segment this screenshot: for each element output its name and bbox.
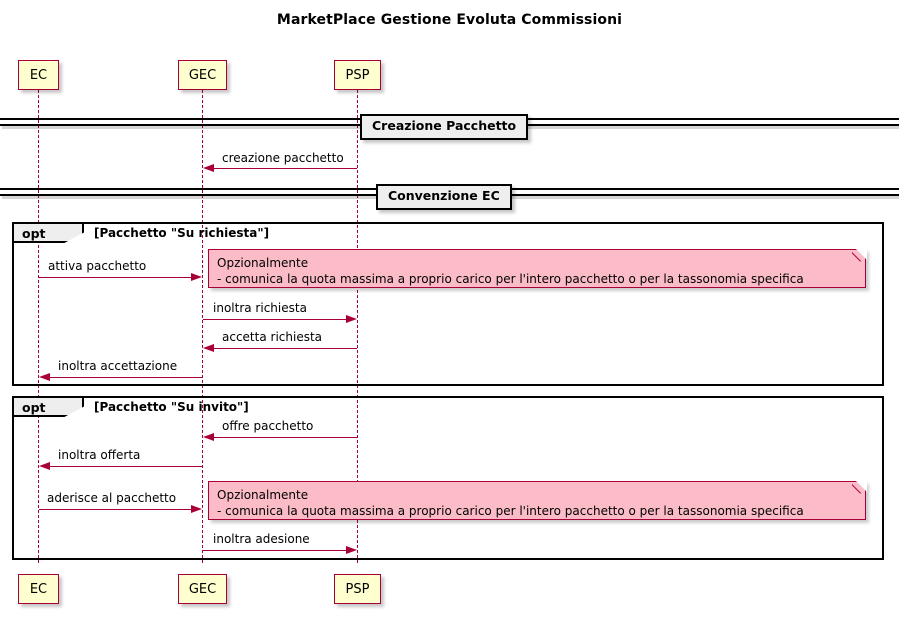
arrowhead-offre-pacchetto xyxy=(203,433,214,441)
message-line-offre-pacchetto xyxy=(208,437,357,438)
arrowhead-inoltra-richiesta xyxy=(346,315,357,323)
note-line-1: Opzionalmente xyxy=(217,256,309,270)
participant-ec-top[interactable]: EC xyxy=(18,60,59,90)
lifeline-gec xyxy=(202,90,203,563)
message-label-creazione-pacchetto: creazione pacchetto xyxy=(222,151,344,165)
frame-condition-opt-su-richiesta: [Pacchetto "Su richiesta"] xyxy=(94,226,270,240)
diagram-title: MarketPlace Gestione Evoluta Commissioni xyxy=(276,12,623,28)
participant-label: GEC xyxy=(188,67,217,83)
note-su-richiesta: Opzionalmente - comunica la quota massim… xyxy=(208,248,867,288)
message-line-inoltra-offerta xyxy=(44,466,202,467)
message-label-inoltra-adesione: inoltra adesione xyxy=(213,532,310,546)
message-line-inoltra-adesione xyxy=(203,550,351,551)
message-line-inoltra-richiesta xyxy=(203,319,351,320)
note-line-1: Opzionalmente xyxy=(217,488,309,502)
arrowhead-attiva-pacchetto xyxy=(191,273,202,281)
arrowhead-accetta-richiesta xyxy=(203,344,214,352)
participant-gec-bottom[interactable]: GEC xyxy=(178,574,227,604)
message-label-inoltra-offerta: inoltra offerta xyxy=(58,448,141,462)
participant-psp-bottom[interactable]: PSP xyxy=(334,574,381,604)
arrowhead-creazione-pacchetto xyxy=(203,164,214,172)
frame-opt-su-invito xyxy=(12,396,884,560)
divider-creazione-pacchetto: Creazione Pacchetto xyxy=(360,114,529,140)
frame-tab-label-opt-su-invito: opt xyxy=(22,400,46,415)
arrowhead-aderisce-al-pacchetto xyxy=(191,505,202,513)
note-line-2: - comunica la quota massima a proprio ca… xyxy=(217,272,804,286)
participant-label: PSP xyxy=(345,581,370,597)
message-line-aderisce-al-pacchetto xyxy=(39,509,191,510)
message-line-inoltra-accettazione xyxy=(44,377,202,378)
message-label-inoltra-richiesta: inoltra richiesta xyxy=(213,301,307,315)
message-line-accetta-richiesta xyxy=(208,348,357,349)
participant-label: PSP xyxy=(345,67,370,83)
participant-ec-bottom[interactable]: EC xyxy=(18,574,59,604)
participant-gec-top[interactable]: GEC xyxy=(178,60,227,90)
participant-label: EC xyxy=(29,581,48,597)
divider-convenzione-ec: Convenzione EC xyxy=(376,184,512,210)
participant-psp-top[interactable]: PSP xyxy=(334,60,381,90)
message-label-inoltra-accettazione: inoltra accettazione xyxy=(58,359,178,373)
note-fold-edge-icon xyxy=(852,480,867,495)
frame-tab-label-opt-su-richiesta: opt xyxy=(22,226,46,241)
arrowhead-inoltra-accettazione xyxy=(39,373,50,381)
message-label-accetta-richiesta: accetta richiesta xyxy=(222,330,323,344)
note-fold-edge-icon xyxy=(852,248,867,263)
note-su-invito: Opzionalmente - comunica la quota massim… xyxy=(208,480,867,520)
message-label-offre-pacchetto: offre pacchetto xyxy=(222,419,314,433)
note-line-2: - comunica la quota massima a proprio ca… xyxy=(217,504,804,518)
message-line-attiva-pacchetto xyxy=(39,277,191,278)
message-label-aderisce-al-pacchetto: aderisce al pacchetto xyxy=(47,491,177,505)
lifeline-psp xyxy=(357,90,358,563)
lifeline-ec xyxy=(38,90,39,563)
participant-label: EC xyxy=(29,67,48,83)
participant-label: GEC xyxy=(188,581,217,597)
message-label-attiva-pacchetto: attiva pacchetto xyxy=(48,259,147,273)
frame-condition-opt-su-invito: [Pacchetto "Su invito"] xyxy=(94,400,249,414)
frame-opt-su-richiesta xyxy=(12,222,884,386)
arrowhead-inoltra-adesione xyxy=(346,546,357,554)
message-line-creazione-pacchetto xyxy=(208,168,357,169)
arrowhead-inoltra-offerta xyxy=(39,462,50,470)
